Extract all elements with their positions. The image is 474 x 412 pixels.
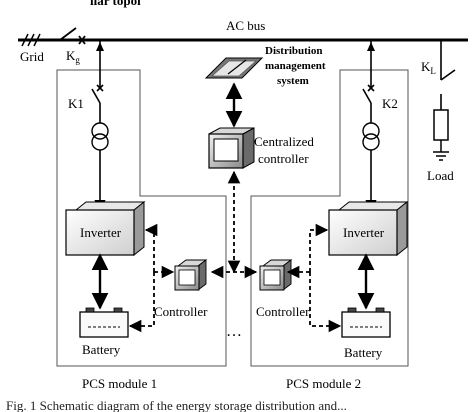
kg-breaker	[59, 27, 86, 45]
dms-label-line3: system	[277, 75, 309, 87]
inverter-1-box	[65, 200, 146, 257]
controller-1-label: Controller	[154, 304, 208, 319]
controller1-battery1-link	[128, 272, 155, 333]
centralized-controller-icon	[208, 127, 255, 169]
k1-switch	[91, 84, 104, 123]
caption-partial: Fig. 1 Schematic diagram of the energy s…	[6, 398, 347, 412]
pcs-module-1-label: PCS module 1	[82, 376, 157, 391]
battery-1-icon	[79, 307, 129, 338]
ground-symbol	[433, 140, 449, 161]
k1-label: K1	[68, 96, 84, 111]
inverter-2-box	[328, 200, 409, 257]
kl-label: KL	[421, 59, 436, 76]
dms-label-line1: Distribution	[265, 45, 322, 57]
tablet-icon	[204, 57, 264, 79]
load-label: Load	[427, 168, 454, 183]
dms-label-line2: management	[265, 60, 326, 72]
pcs-module-2-outline	[250, 69, 409, 367]
controller1-inverter1-link	[144, 223, 158, 272]
controller2-inverter2-link	[309, 223, 329, 272]
centralized-controller-label-line2: controller	[258, 151, 309, 166]
centralized-controller-label-line1: Centralized	[254, 134, 314, 149]
pcs-module-2-label: PCS module 2	[286, 376, 361, 391]
controller-1-icon	[174, 259, 208, 291]
battery-2-icon	[341, 307, 391, 338]
load-resistor	[433, 109, 449, 141]
transformer-1-icon	[91, 122, 109, 151]
battery-1-label: Battery	[82, 342, 121, 357]
k2-label: K2	[382, 96, 398, 111]
grid-symbol	[21, 33, 41, 47]
k1-arrow-up	[96, 42, 104, 51]
pcs-module-1-outline	[56, 69, 227, 367]
ac-bus-label: AC bus	[226, 18, 265, 33]
controller2-battery2-link	[309, 272, 342, 333]
inverter-2-label: Inverter	[343, 225, 385, 240]
controller-2-icon	[259, 259, 293, 291]
transformer-2-icon	[362, 122, 380, 151]
header-partial-text: ilar topol	[90, 0, 141, 8]
inverter-1-label: Inverter	[80, 225, 122, 240]
kl-breaker	[440, 40, 456, 110]
k2-arrow-up	[367, 42, 375, 51]
grid-label: Grid	[20, 49, 44, 64]
battery-2-label: Battery	[344, 345, 383, 360]
k2-switch	[362, 84, 375, 123]
controller-2-label: Controller	[256, 304, 310, 319]
module-ellipsis: …	[226, 323, 242, 340]
kg-label: Kg	[66, 48, 80, 65]
